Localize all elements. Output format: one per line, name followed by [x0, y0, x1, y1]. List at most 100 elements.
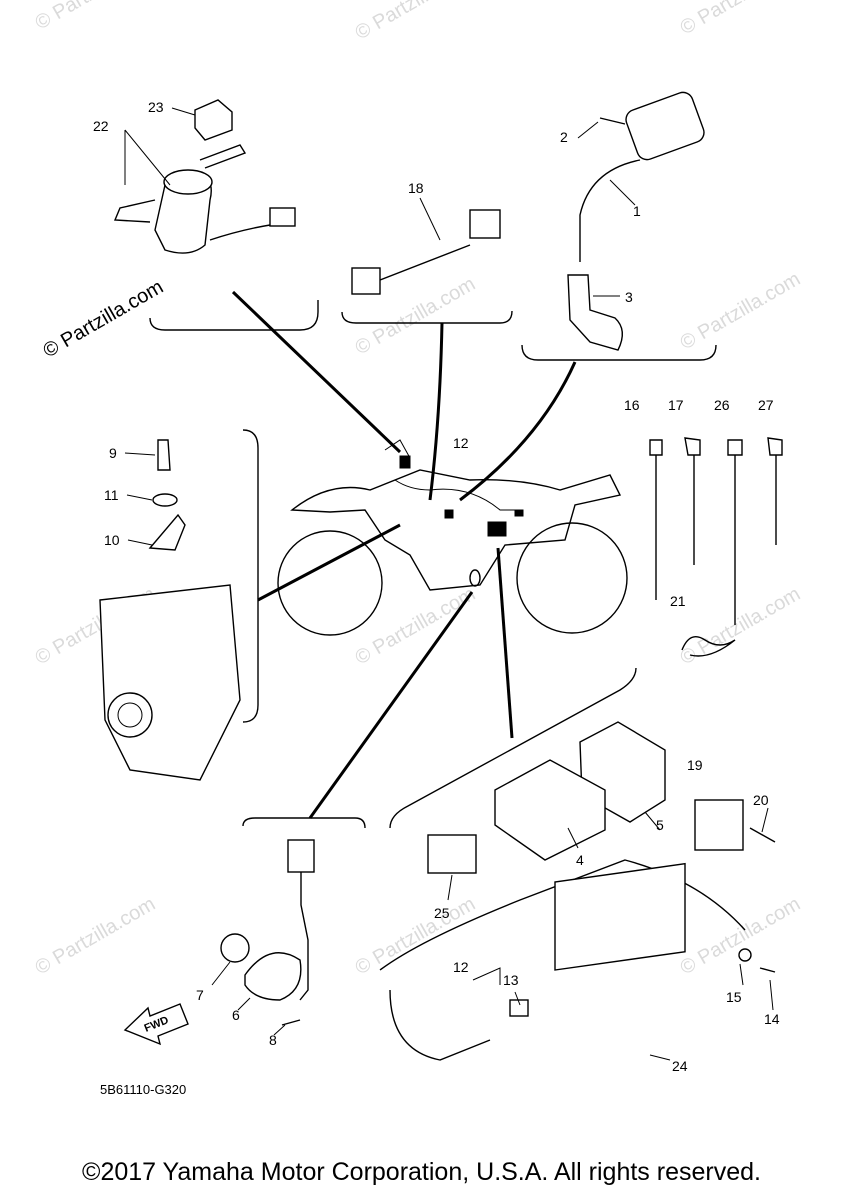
leaders-box [447, 807, 769, 901]
connector-13 [509, 999, 529, 1017]
cable-tie-27 [767, 437, 783, 545]
leader-22 [124, 129, 171, 186]
spark-plug-9 [157, 439, 171, 471]
plug-cap [567, 274, 623, 351]
leader-lines [231, 290, 577, 819]
bracket-sensor [242, 817, 366, 829]
callout-25: 25 [434, 905, 450, 921]
callout-17: 17 [668, 397, 684, 413]
watermark: © Partzilla.com [677, 0, 805, 39]
callout-4: 4 [576, 852, 584, 868]
main-switch-assembly [113, 99, 296, 254]
callout-12-top: 12 [453, 435, 469, 451]
leader-sensor [308, 591, 474, 819]
callout-18: 18 [408, 180, 424, 196]
leader-2 [577, 121, 599, 139]
carburetor-bore [117, 702, 143, 728]
leaders-carb [124, 452, 156, 546]
callout-20: 20 [753, 792, 769, 808]
sensor-assembly [211, 839, 315, 1036]
callout-23: 23 [148, 99, 164, 115]
relay-19 [694, 799, 744, 851]
bracket-electrical-box [389, 667, 637, 829]
leaders-battery [472, 963, 774, 1061]
screw-8 [281, 1019, 301, 1026]
leader-switch [231, 290, 402, 454]
ignition-coil-assembly [567, 91, 705, 351]
harness-branch [389, 989, 491, 1061]
leader-wire [428, 322, 444, 501]
callout-10: 10 [104, 532, 120, 548]
fwd-arrow: FWD [123, 1003, 189, 1046]
watermark: © Partzilla.com [32, 893, 160, 979]
rear-wheel [516, 522, 628, 634]
callout-22: 22 [93, 118, 109, 134]
switch-cap [194, 99, 233, 141]
callout-13: 13 [503, 972, 519, 988]
watermark-group: © Partzilla.com © Partzilla.com © Partzi… [32, 0, 805, 979]
callout-24: 24 [672, 1058, 688, 1074]
bolt-14 [759, 967, 776, 973]
cdi-block [487, 521, 507, 537]
callout-19: 19 [687, 757, 703, 773]
watermark: © Partzilla.com [352, 0, 480, 44]
lead-wire [379, 244, 471, 281]
front-wheel [277, 530, 383, 636]
leader-18 [419, 197, 441, 241]
diagram-code: 5B61110-G320 [100, 1082, 186, 1097]
callout-1: 1 [633, 203, 641, 219]
handlebar [384, 439, 411, 459]
wire-lead-assembly [351, 197, 501, 295]
cable-tie-16 [649, 439, 663, 600]
callout-7: 7 [196, 987, 204, 1003]
callout-12-bottom: 12 [453, 959, 469, 975]
bike-body [290, 469, 622, 591]
group-brackets [149, 300, 717, 829]
switch-lead [209, 224, 271, 241]
bracket-ignition-coil [521, 344, 717, 361]
switch-mark [399, 455, 411, 469]
watermark: © Partzilla.com [677, 268, 805, 354]
electrical-box-assembly [427, 721, 776, 901]
leader-1 [609, 179, 636, 206]
callout-6: 6 [232, 1007, 240, 1023]
callout-2: 2 [560, 129, 568, 145]
relay-25 [427, 834, 477, 874]
watermark-dark: © Partzilla.com [40, 276, 168, 362]
mount-bracket [113, 199, 156, 223]
o-ring-7 [220, 933, 250, 963]
lead-connector-a [351, 267, 381, 295]
key [199, 144, 247, 169]
watermark: © Partzilla.com [32, 0, 160, 34]
leader-box [496, 547, 514, 739]
callout-15: 15 [726, 989, 742, 1005]
switch-face [163, 169, 213, 195]
bracket-10 [148, 513, 186, 551]
watermark: © Partzilla.com [352, 583, 480, 669]
carburetor-assembly [99, 439, 241, 781]
connector-mark [514, 509, 524, 517]
clamp-21 [681, 636, 736, 657]
callout-16: 16 [624, 397, 640, 413]
washer-15 [738, 948, 752, 962]
callout-11: 11 [104, 487, 119, 503]
leader-carb [257, 523, 401, 602]
plug-wire [579, 159, 641, 262]
callout-14: 14 [764, 1011, 780, 1027]
harness-route [394, 479, 520, 511]
leader-23 [171, 107, 196, 116]
cable-tie-17 [684, 437, 701, 565]
callout-3: 3 [625, 289, 633, 305]
cable-ties [649, 437, 783, 657]
washer-11 [152, 493, 178, 507]
motorcycle-silhouette [277, 439, 628, 636]
bracket-wire-lead [341, 310, 513, 324]
callout-27: 27 [758, 397, 774, 413]
battery-24 [554, 862, 686, 971]
bolt-20 [749, 827, 776, 843]
bracket-carburetor [242, 429, 259, 723]
cdi-unit-4 [494, 759, 606, 861]
callout-21: 21 [670, 593, 686, 609]
leader-coil [459, 361, 577, 502]
